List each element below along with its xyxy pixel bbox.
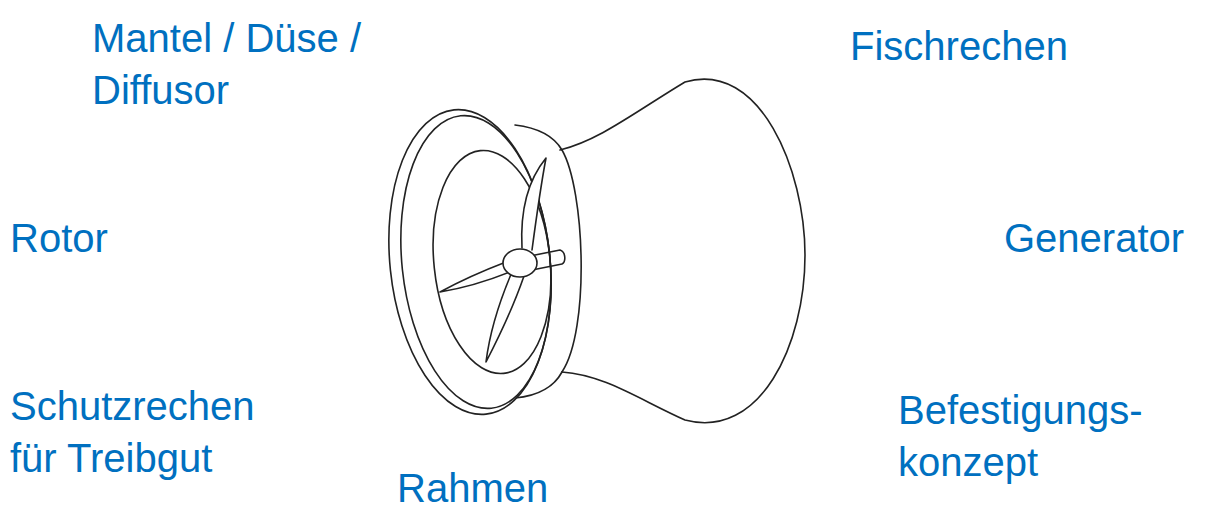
part-label: Schutzrechen für Treibgut <box>10 380 290 484</box>
nozzle-flange <box>374 101 565 422</box>
part-label: Generator <box>1004 212 1204 264</box>
nozzle-flange <box>387 108 565 416</box>
rotor-blade <box>522 158 546 250</box>
rotor-blade <box>486 272 524 362</box>
part-label: Mantel / Düse / Diffusor <box>92 12 392 116</box>
part-label: Befestigungs- konzept <box>898 384 1178 488</box>
rotor-blade <box>440 262 510 292</box>
diffuser-outline <box>560 79 805 423</box>
part-label: Rahmen <box>397 462 657 514</box>
part-label: Rotor <box>10 212 210 264</box>
rotor-hub <box>503 249 537 277</box>
part-label: Fischrechen <box>850 20 1150 72</box>
duct-throat <box>423 145 562 380</box>
